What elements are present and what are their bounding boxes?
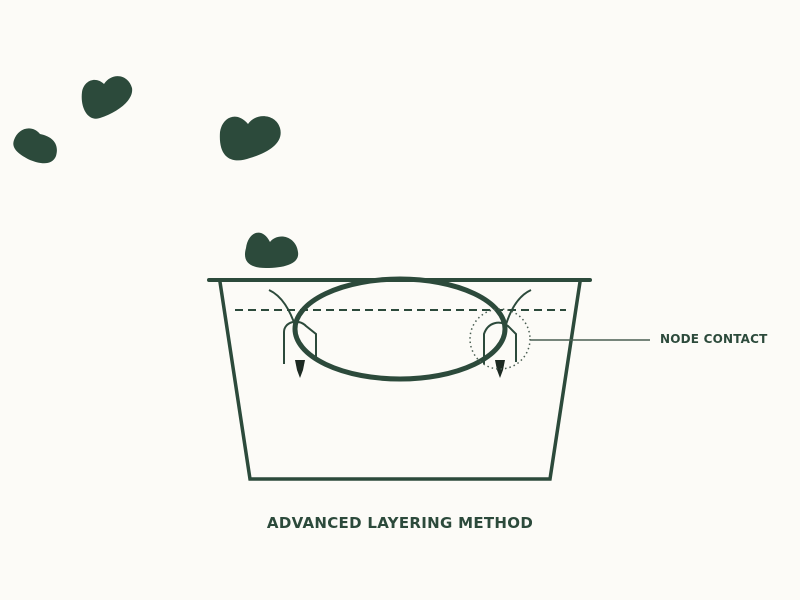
anchor-pin-right (483, 289, 532, 364)
looped-stem (292, 276, 508, 382)
node-contact-label: NODE CONTACT (660, 332, 768, 346)
leaf-icon (81, 76, 133, 119)
leaf-icon (244, 232, 299, 268)
leaves-group (13, 76, 299, 268)
pin-spike-left-icon (295, 360, 305, 378)
pin-spike-right-icon (495, 360, 505, 378)
pot-body (218, 280, 582, 481)
leaf-icon (13, 128, 57, 164)
leaf-icon (219, 116, 281, 161)
node-contact-highlight (469, 308, 531, 370)
diagram-title: ADVANCED LAYERING METHOD (266, 514, 534, 532)
anchor-pin-left (268, 289, 317, 364)
